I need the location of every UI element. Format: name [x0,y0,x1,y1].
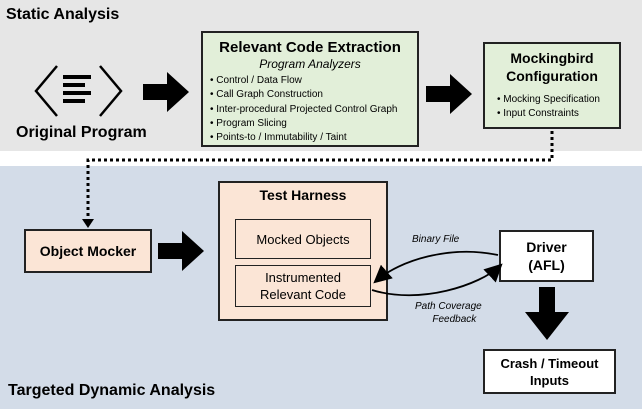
mockingbird-configuration-box: Mockingbird Configuration Mocking Specif… [483,42,621,129]
mocked-objects-label: Mocked Objects [256,231,350,247]
original-program-label: Original Program [16,124,147,141]
driver-line1: Driver [526,239,567,255]
list-item: Call Graph Construction [210,88,417,102]
mockingbird-title-line1: Mockingbird [510,50,594,66]
list-item: Input Constraints [497,107,619,121]
instrumented-line2: Relevant Code [260,287,346,302]
path-coverage-label: Path Coverage Feedback [415,300,482,326]
driver-box: Driver (AFL) [499,230,594,282]
list-item: Control / Data Flow [210,74,417,88]
mockingbird-title-line2: Configuration [506,68,598,84]
crash-timeout-box: Crash / Timeout Inputs [483,349,616,394]
configuration-list: Mocking Specification Input Constraints [497,93,619,122]
list-item: Program Slicing [210,117,417,131]
analyzers-list: Control / Data Flow Call Graph Construct… [210,74,417,145]
list-item: Mocking Specification [497,93,619,107]
path-coverage-line1: Path Coverage [415,301,482,312]
path-coverage-line2: Feedback [432,314,477,325]
binary-file-label: Binary File [412,234,460,245]
test-harness-title: Test Harness [259,187,347,203]
driver-line2: (AFL) [528,257,565,273]
relevant-code-extraction-title: Relevant Code Extraction [219,39,401,56]
crash-line2: Inputs [530,372,569,388]
list-item: Points-to / Immutability / Taint [210,131,417,145]
instrumented-line1: Instrumented [265,270,341,285]
object-mocker-label: Object Mocker [39,243,137,259]
object-mocker-box: Object Mocker [24,229,152,273]
dynamic-analysis-title: Targeted Dynamic Analysis [8,382,216,399]
crash-line1: Crash / Timeout [500,355,599,371]
relevant-code-extraction-box: Relevant Code Extraction Program Analyze… [201,31,419,147]
static-analysis-title: Static Analysis [6,6,120,23]
list-item: Inter-procedural Projected Control Graph [210,103,417,117]
mocked-objects-box: Mocked Objects [235,219,371,259]
instrumented-code-box: Instrumented Relevant Code [235,265,371,307]
program-analyzers-subtitle: Program Analyzers [259,57,361,71]
